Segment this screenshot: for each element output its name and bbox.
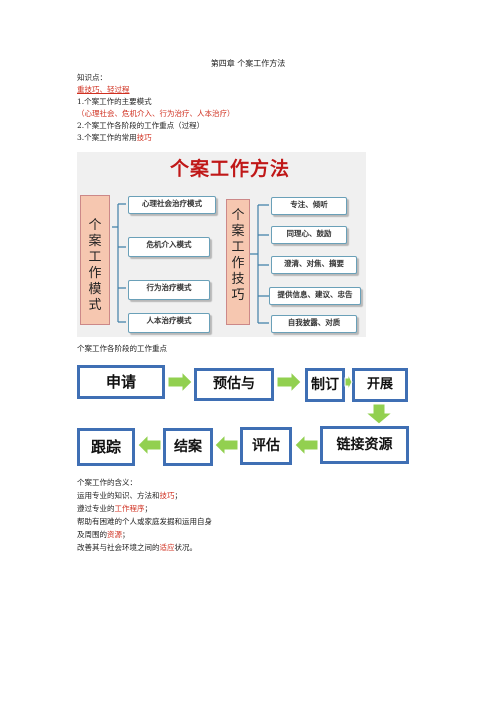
flow-step-evaluate: 评估 xyxy=(240,427,292,465)
arrow-left-icon xyxy=(294,433,319,457)
arrow-right-icon xyxy=(344,373,353,391)
knowledge-label: 知识点： xyxy=(77,73,107,82)
meaning-line-5: 改善其与社会环境之间的适应状况。 xyxy=(77,543,197,552)
arrow-right-icon xyxy=(276,370,302,394)
flow-step-close: 结案 xyxy=(163,428,213,466)
arrow-left-icon xyxy=(214,433,239,457)
meaning-line-1: 运用专业的知识、方法和技巧； xyxy=(77,491,182,500)
arrow-right-icon xyxy=(167,370,193,394)
flow-step-apply: 申请 xyxy=(77,365,165,399)
key-line: 重技巧、轻过程 xyxy=(77,85,130,94)
flow-step-follow-up: 跟踪 xyxy=(77,428,135,466)
flow-caption: 个案工作各阶段的工作重点 xyxy=(77,344,167,353)
mindmap-right-center: 个案工作技巧 xyxy=(226,199,250,325)
meaning-heading: 个案工作的含义： xyxy=(77,478,137,487)
mindmap-right-leaf: 提供信息、建议、忠告 xyxy=(269,287,361,305)
page-title: 第四章 个案工作方法 xyxy=(210,59,286,68)
arrow-down-icon xyxy=(364,403,394,425)
meaning-line-4: 及周围的资源； xyxy=(77,530,130,539)
flow-step-assess: 预估与 xyxy=(194,368,274,401)
item-2: 2.个案工作各阶段的工作重点（过程） xyxy=(77,121,205,130)
meaning-line-3: 帮助有困难的个人或家庭发掘和运用自身 xyxy=(77,517,212,526)
mindmap-left-leaf: 心理社会治疗模式 xyxy=(128,196,216,214)
mindmap-left-leaf: 行为治疗模式 xyxy=(128,280,210,300)
mindmap-right-leaf: 澄清、对焦、摘要 xyxy=(271,256,357,274)
mindmap-right-leaf: 同理心、鼓励 xyxy=(271,226,347,244)
item-1-detail: （心理社会、危机介入、行为治疗、人本治疗） xyxy=(77,109,235,118)
mindmap-left-center: 个案工作模式 xyxy=(80,195,110,325)
flow-step-link-resources: 链接资源 xyxy=(320,426,409,464)
arrow-left-icon xyxy=(137,433,162,457)
mindmap-title: 个案工作方法 xyxy=(170,158,291,180)
flow-step-plan: 制订 xyxy=(305,368,345,402)
mindmap-right-leaf: 自我披露、对质 xyxy=(271,315,357,333)
item-3: 3.个案工作的常用技巧 xyxy=(77,133,152,142)
mindmap-left-leaf: 人本治疗模式 xyxy=(128,313,210,333)
flow-step-implement: 开展 xyxy=(352,368,408,402)
mindmap-right-leaf: 专注、倾听 xyxy=(271,197,347,215)
meaning-line-2: 遵过专业的工作程序； xyxy=(77,504,152,513)
item-1: 1.个案工作的主要模式 xyxy=(77,97,152,106)
mindmap-left-leaf: 危机介入模式 xyxy=(128,237,210,257)
